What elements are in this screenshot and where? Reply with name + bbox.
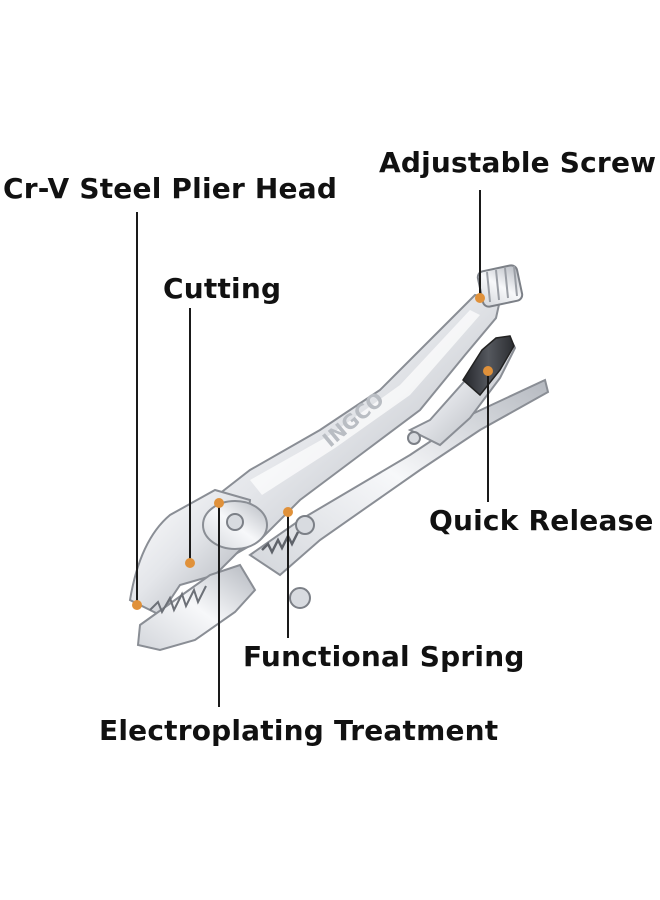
- leader-lines: [136, 190, 489, 707]
- marker-cutting: [185, 558, 195, 568]
- label-cutting: Cutting: [163, 272, 282, 305]
- marker-screw: [475, 293, 485, 303]
- label-quick-release: Quick Release: [429, 504, 654, 537]
- label-functional-spring: Functional Spring: [243, 640, 525, 673]
- jaw-teeth: [149, 585, 207, 615]
- lower-rivet: [289, 587, 311, 609]
- handle-rivet: [295, 515, 315, 535]
- upper-handle-highlight: [250, 310, 480, 495]
- label-adjustable-screw: Adjustable Screw: [379, 146, 657, 179]
- marker-head: [132, 600, 142, 610]
- label-plier-head: Cr-V Steel Plier Head: [3, 172, 338, 205]
- marker-plating: [214, 498, 224, 508]
- markers: [132, 293, 493, 610]
- release-lever-grip: [462, 335, 515, 397]
- functional-spring-coil: [261, 531, 300, 555]
- lower-jaw: [136, 563, 257, 652]
- label-electroplating: Electroplating Treatment: [99, 714, 499, 747]
- marker-release: [483, 366, 493, 376]
- marker-spring: [283, 507, 293, 517]
- pivot-rivet: [226, 513, 244, 531]
- release-rivet: [407, 431, 421, 445]
- lower-handle: [248, 378, 550, 577]
